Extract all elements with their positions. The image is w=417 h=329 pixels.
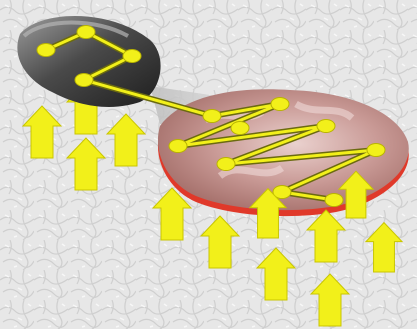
sensor-dot [317, 120, 335, 133]
sensor-dot [203, 110, 221, 123]
sensor-dot [123, 50, 141, 63]
sensor-dot [231, 122, 249, 135]
sensor-dot [217, 158, 235, 171]
sensor-dot [75, 74, 93, 87]
sensor-dot [37, 44, 55, 57]
sensor-dot [77, 26, 95, 39]
sensor-dot [271, 98, 289, 111]
sensor-dot [325, 194, 343, 207]
sensor-dot [169, 140, 187, 153]
sensor-dot [367, 144, 385, 157]
